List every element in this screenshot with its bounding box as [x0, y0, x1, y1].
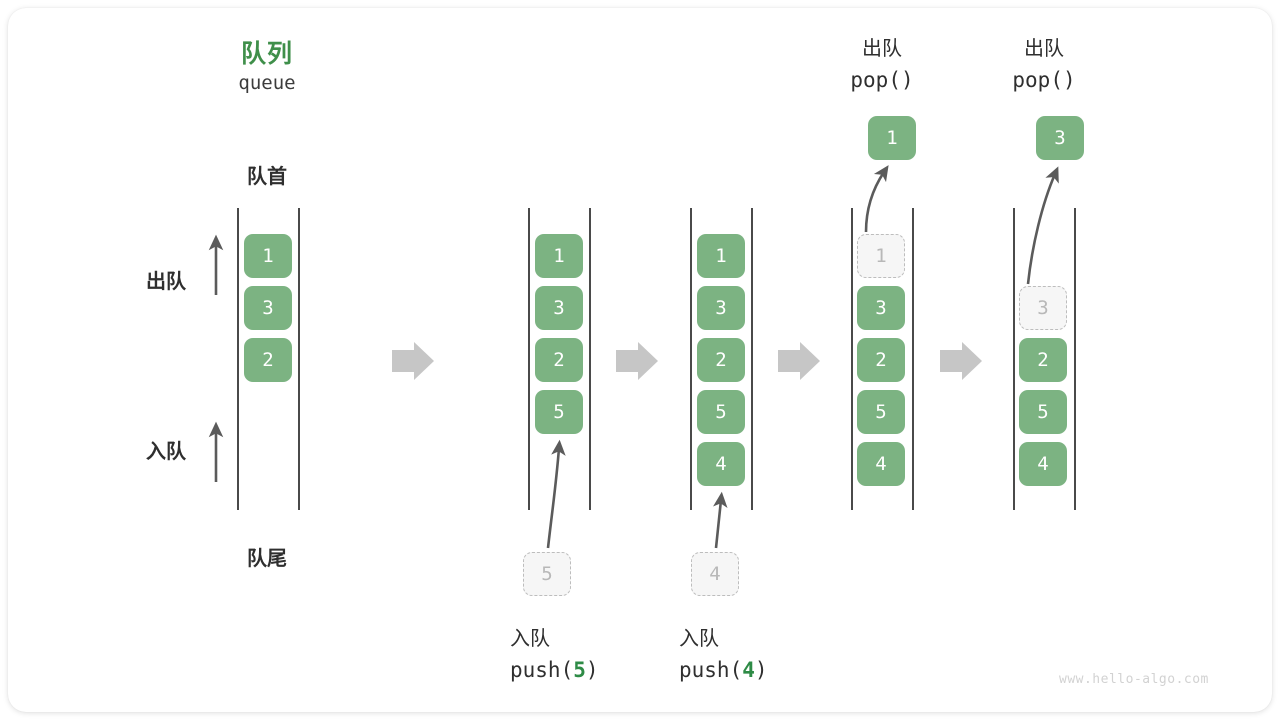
- queue-title-code: queue: [238, 72, 296, 94]
- panel-initial-rail-right: [298, 208, 300, 510]
- flow-arrow: [778, 342, 820, 380]
- push5-caption-cn: 入队: [510, 628, 550, 650]
- queue-box: 1: [697, 234, 745, 278]
- pop1-remove-arrow: [864, 165, 889, 233]
- flow-arrow: [940, 342, 982, 380]
- push4-code-arg: 4: [742, 658, 755, 682]
- panel-push4-rail-right: [751, 208, 753, 510]
- dequeue-side-label: 出队: [146, 271, 186, 293]
- queue-box: 2: [697, 338, 745, 382]
- pop3-caption-code: pop(): [1012, 68, 1076, 92]
- panel-pop3-rail-left: [1013, 208, 1015, 510]
- push5-code-prefix: push(: [510, 658, 574, 682]
- push4-code-prefix: push(: [679, 658, 743, 682]
- incoming-ghost-box: 5: [523, 552, 571, 596]
- pop1-caption-cn: 出队: [862, 38, 902, 60]
- push4-code-suffix: ): [754, 658, 768, 682]
- queue-box: 2: [1019, 338, 1067, 382]
- queue-box: 4: [697, 442, 745, 486]
- popped-box: 3: [1036, 116, 1084, 160]
- panel-initial-rail-left: [237, 208, 239, 510]
- push4-insert-arrow: [713, 491, 728, 549]
- pop1-caption-code: pop(): [850, 68, 914, 92]
- panel-pop3-rail-right: [1074, 208, 1076, 510]
- push5-caption-code: push(5): [510, 658, 599, 682]
- queue-box: 3: [535, 286, 583, 330]
- watermark: www.hello-algo.com: [1059, 672, 1209, 687]
- push5-code-suffix: ): [585, 658, 599, 682]
- queue-box: 2: [244, 338, 292, 382]
- panel-pop1-rail-left: [851, 208, 853, 510]
- push5-code-arg: 5: [573, 658, 586, 682]
- queue-box: 3: [697, 286, 745, 330]
- queue-box: 1: [244, 234, 292, 278]
- queue-box: 5: [1019, 390, 1067, 434]
- queue-box: 3: [857, 286, 905, 330]
- queue-box: 1: [857, 234, 905, 278]
- diagram-stage: 队列 queue 队首 队尾 出队 入队 1 3 2 1 3 2 5 5 入队 …: [8, 8, 1272, 712]
- pop3-caption-cn: 出队: [1024, 38, 1064, 60]
- front-label: 队首: [247, 166, 287, 188]
- queue-box: 2: [535, 338, 583, 382]
- push4-caption-code: push(4): [679, 658, 768, 682]
- panel-pop1-rail-right: [912, 208, 914, 510]
- queue-box: 3: [244, 286, 292, 330]
- push5-insert-arrow: [546, 439, 566, 549]
- flow-arrow: [392, 342, 434, 380]
- enqueue-side-label: 入队: [146, 441, 186, 463]
- queue-box: 3: [1019, 286, 1067, 330]
- pop3-remove-arrow: [1026, 166, 1059, 285]
- queue-title-cn: 队列: [240, 40, 293, 68]
- queue-box: 1: [535, 234, 583, 278]
- queue-box: 4: [857, 442, 905, 486]
- panel-push5-rail-right: [589, 208, 591, 510]
- queue-box: 5: [697, 390, 745, 434]
- flow-arrow: [616, 342, 658, 380]
- queue-box: 4: [1019, 442, 1067, 486]
- popped-box: 1: [868, 116, 916, 160]
- rear-label: 队尾: [247, 548, 287, 570]
- incoming-ghost-box: 4: [691, 552, 739, 596]
- arrow-overlay: [208, 165, 1059, 549]
- diagram-card: 队列 queue 队首 队尾 出队 入队 1 3 2 1 3 2 5 5 入队 …: [8, 8, 1272, 712]
- queue-box: 5: [535, 390, 583, 434]
- queue-box: 2: [857, 338, 905, 382]
- panel-push5-rail-left: [528, 208, 530, 510]
- push4-caption-cn: 入队: [679, 628, 719, 650]
- panel-push4-rail-left: [690, 208, 692, 510]
- queue-box: 5: [857, 390, 905, 434]
